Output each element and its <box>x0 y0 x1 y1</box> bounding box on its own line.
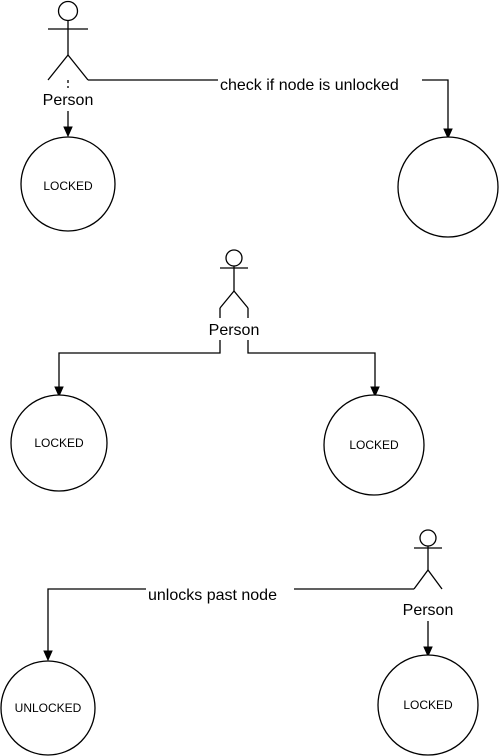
node-status-label: LOCKED <box>349 438 399 452</box>
node-left: LOCKED <box>20 136 116 232</box>
person-icon <box>413 529 443 590</box>
node-right <box>397 136 499 238</box>
scene-3: Person unlocks past node UNLOCKED LOCKED <box>0 529 479 756</box>
node-status-label: LOCKED <box>43 179 93 193</box>
edge-label-background <box>218 74 422 92</box>
connector-to-left-node <box>63 80 73 138</box>
node-left: LOCKED <box>10 394 108 492</box>
node-status-label: LOCKED <box>34 436 84 450</box>
connector-to-right-node <box>423 621 433 658</box>
actor-label: Person <box>43 92 94 109</box>
connector-to-right-node <box>247 308 380 398</box>
connector-to-right-node <box>88 79 453 140</box>
node-status-label: LOCKED <box>403 698 453 712</box>
actor-label: Person <box>209 322 260 339</box>
node-left: UNLOCKED <box>0 660 96 756</box>
node-right: LOCKED <box>377 654 479 756</box>
edge-label-background <box>146 583 294 601</box>
node-right: LOCKED <box>323 394 425 496</box>
scene-2: Person LOCKED LOCKED <box>10 249 425 496</box>
edge-label: check if node is unlocked <box>220 77 399 94</box>
actor-label: Person <box>403 602 454 619</box>
edge-label: unlocks past node <box>148 587 277 604</box>
node-status-label: UNLOCKED <box>15 701 82 715</box>
person-icon <box>219 249 249 309</box>
connector-to-left-node <box>54 308 221 398</box>
person-icon <box>47 0 89 81</box>
scene-1: Person check if node is unlocked LOCKED <box>20 0 499 238</box>
